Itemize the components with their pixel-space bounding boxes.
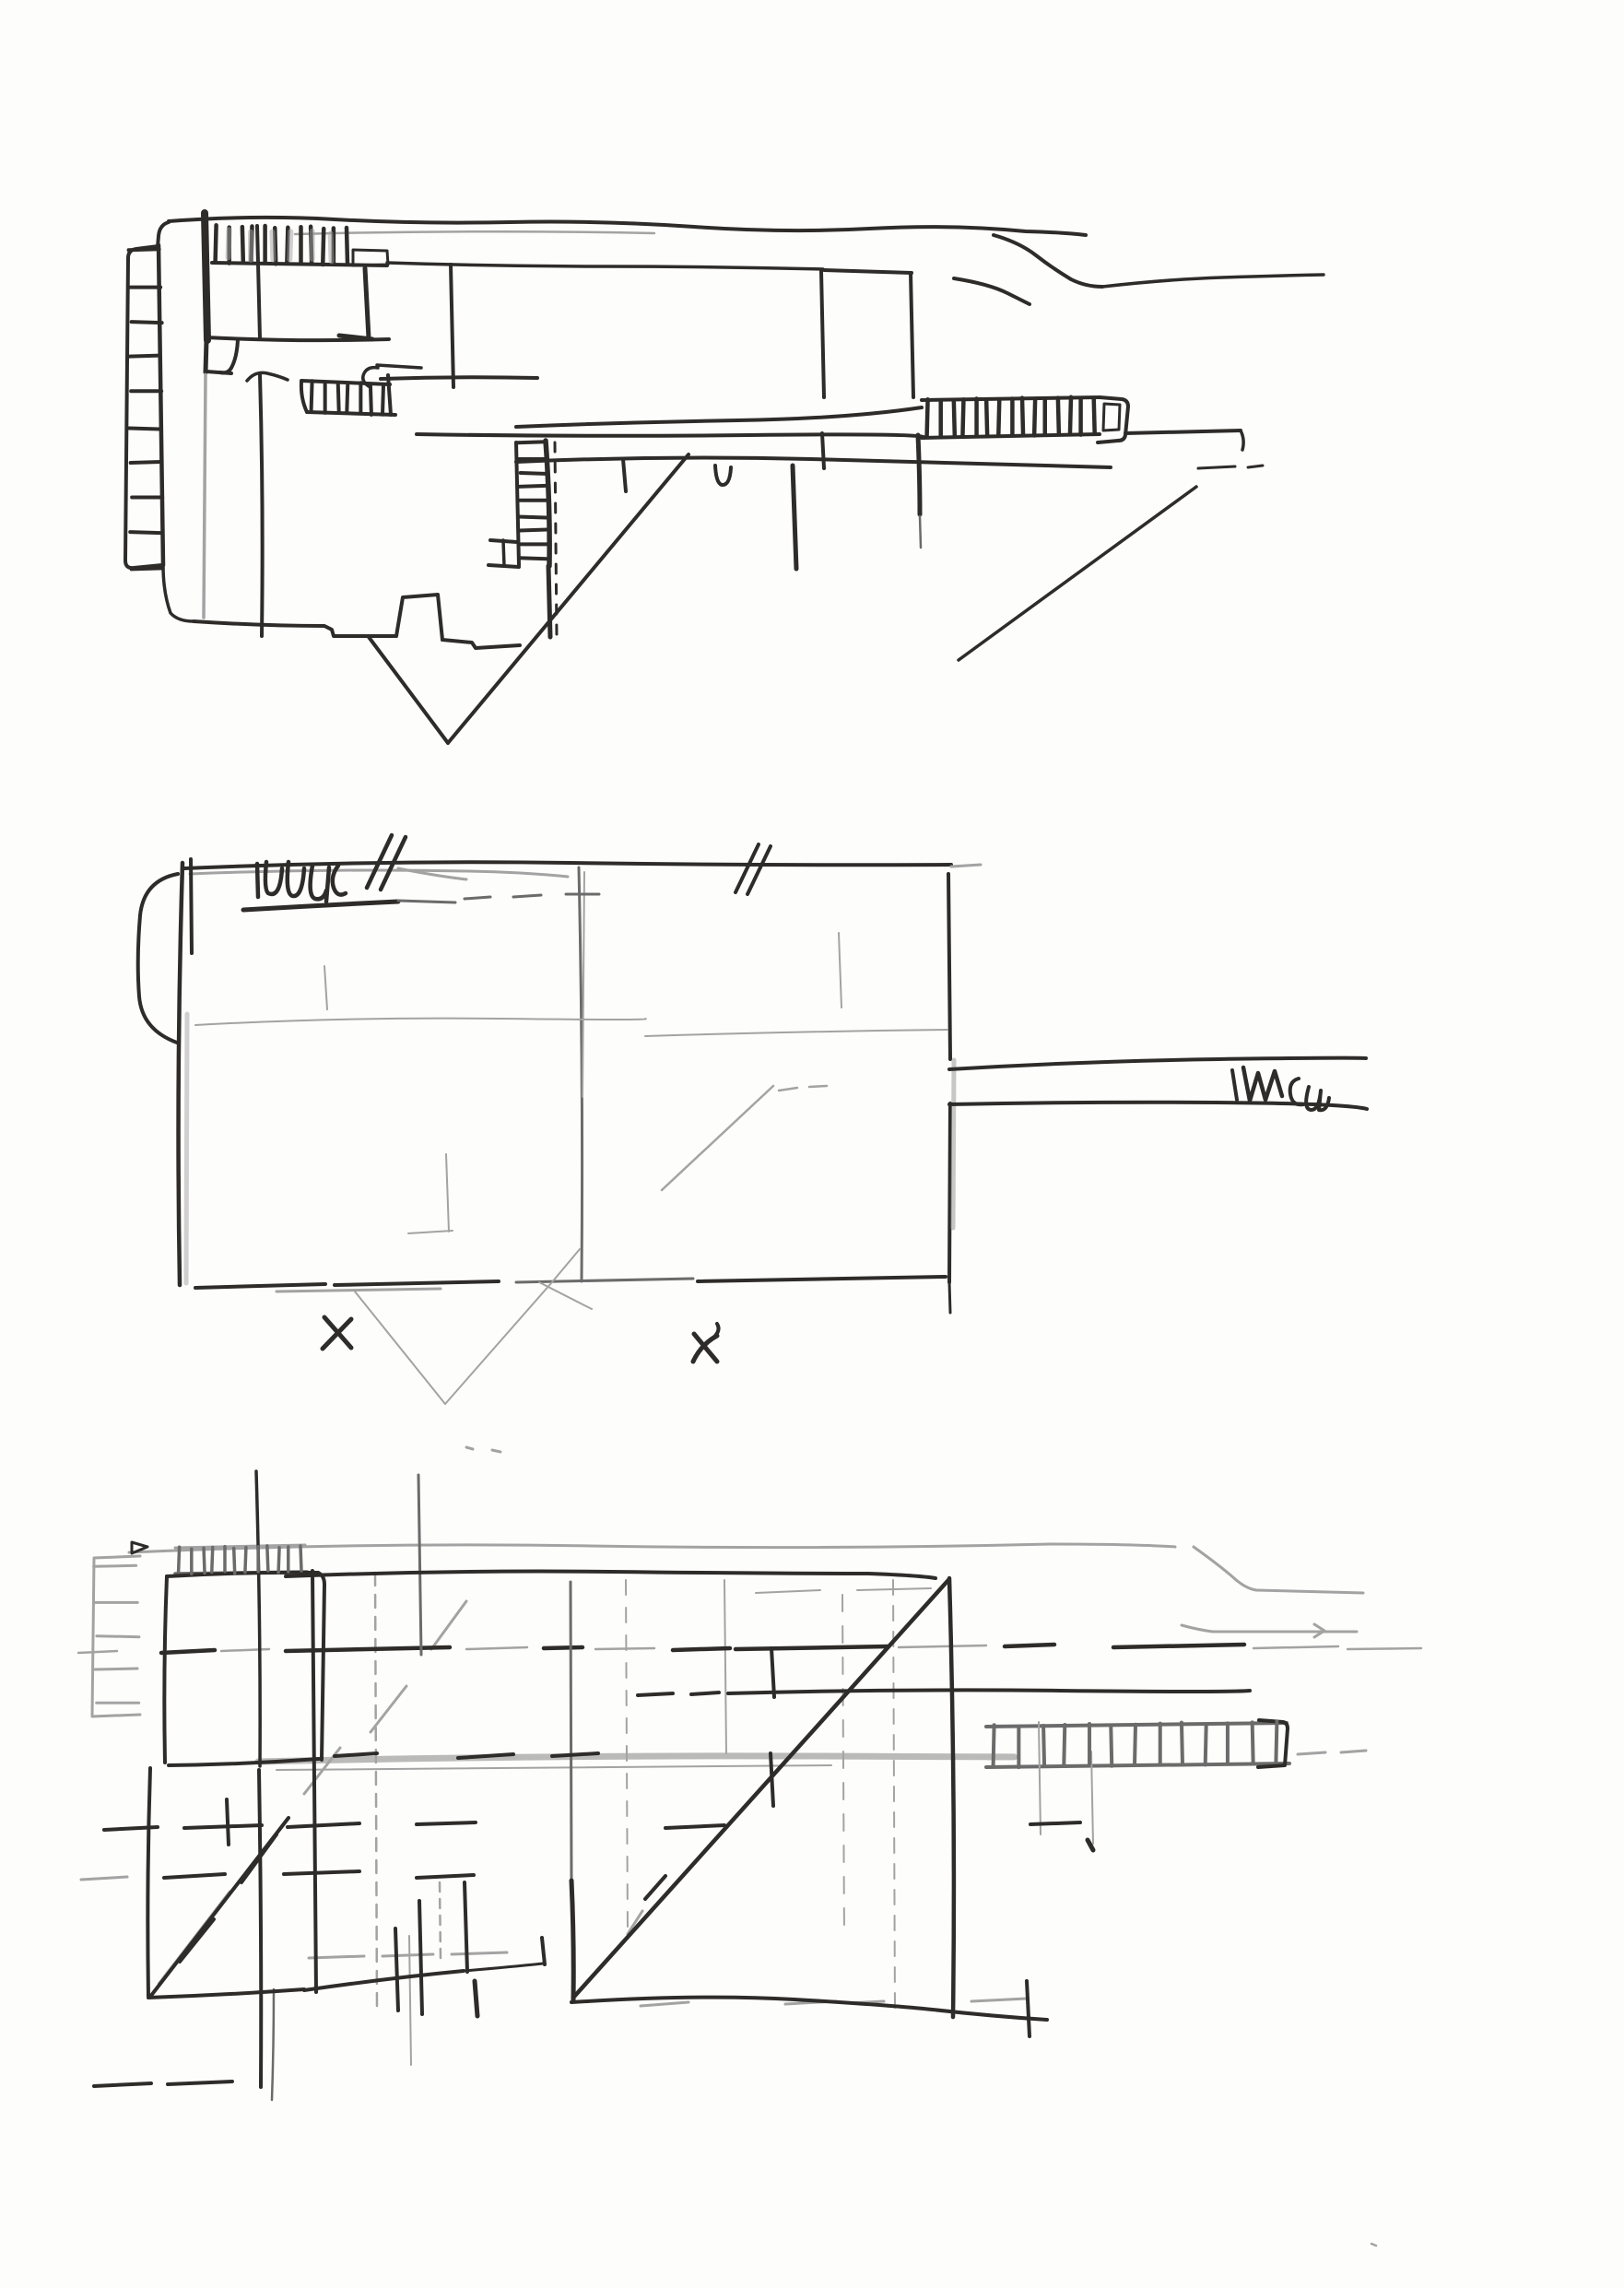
middle-floor-plan-sketch [135,832,1369,1454]
top-floor-plan-sketch [124,209,1325,745]
bottom-overlay-plan-sketch [76,1469,1423,2247]
